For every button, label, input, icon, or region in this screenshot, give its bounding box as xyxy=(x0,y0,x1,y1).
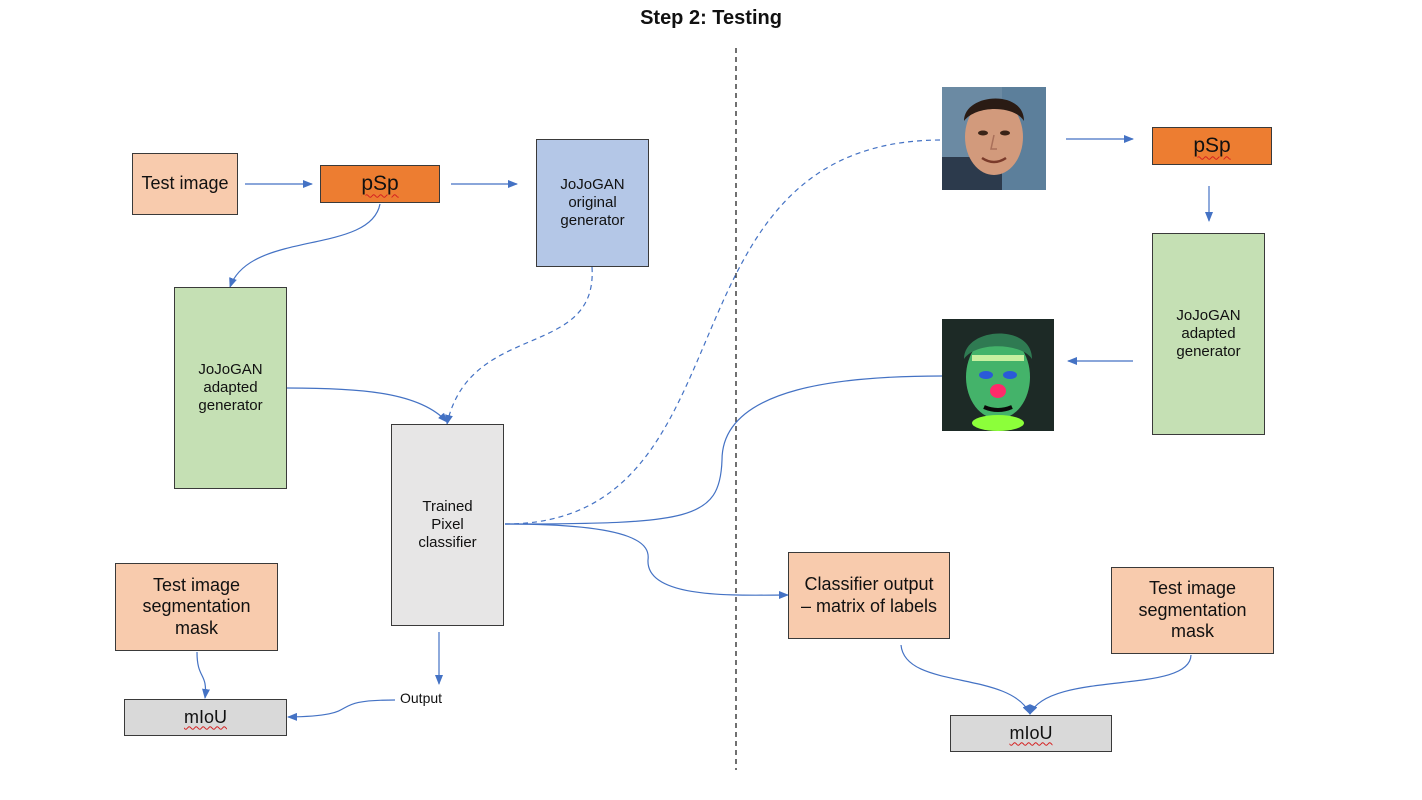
adapted-generator-label: JoJoGAN adapted generator xyxy=(198,361,263,414)
adapted-generator-box-right: JoJoGAN adapted generator xyxy=(1152,233,1265,435)
arrow-output-matrix-to-miou xyxy=(900,644,1031,715)
classifier-box: Trained Pixel classifier xyxy=(391,424,504,626)
arrow-adapted-to-classifier xyxy=(286,387,448,423)
arrow-mask-to-miou xyxy=(196,651,211,699)
face-photo xyxy=(942,87,1046,190)
original-generator-box: JoJoGAN original generator xyxy=(536,139,649,267)
adapted-generator-box: JoJoGAN adapted generator xyxy=(174,287,287,489)
stylized-face-photo xyxy=(942,319,1054,431)
diagram-title: Step 2: Testing xyxy=(640,7,782,29)
arrow-mask-right-to-miou xyxy=(1029,654,1192,715)
original-generator-label: JoJoGAN original generator xyxy=(560,176,625,229)
adapted-generator-label-right: JoJoGAN adapted generator xyxy=(1176,307,1241,360)
dashed-classifier-to-face xyxy=(504,139,943,525)
psp-label-right: pSp xyxy=(1193,134,1231,158)
classifier-output-box: Classifier output – matrix of labels xyxy=(788,552,950,639)
miou-label: mIoU xyxy=(183,706,227,727)
seg-mask-box: Test image segmentation mask xyxy=(115,563,278,651)
test-image-label: Test image xyxy=(141,173,229,194)
miou-box: mIoU xyxy=(124,699,287,736)
classifier-output-label: Classifier output – matrix of labels xyxy=(800,573,938,616)
seg-mask-label: Test image segmentation mask xyxy=(142,574,251,638)
arrow-classifier-to-output-matrix xyxy=(504,523,789,600)
classifier-to-styled-face xyxy=(504,375,943,525)
miou-box-right: mIoU xyxy=(950,715,1112,752)
miou-label-right: mIoU xyxy=(1009,722,1053,743)
classifier-label: Trained Pixel classifier xyxy=(418,498,477,551)
arrow-output-to-miou xyxy=(287,699,396,721)
psp-box-right: pSp xyxy=(1152,127,1272,165)
seg-mask-label-right: Test image segmentation mask xyxy=(1138,578,1247,642)
output-label: Output xyxy=(400,690,443,706)
arrow-psp-to-adapted xyxy=(229,203,381,288)
psp-label: pSp xyxy=(361,172,399,196)
psp-box: pSp xyxy=(320,165,440,203)
arrow-original-to-classifier xyxy=(445,266,593,425)
seg-mask-box-right: Test image segmentation mask xyxy=(1111,567,1274,654)
test-image-box: Test image xyxy=(132,153,238,215)
